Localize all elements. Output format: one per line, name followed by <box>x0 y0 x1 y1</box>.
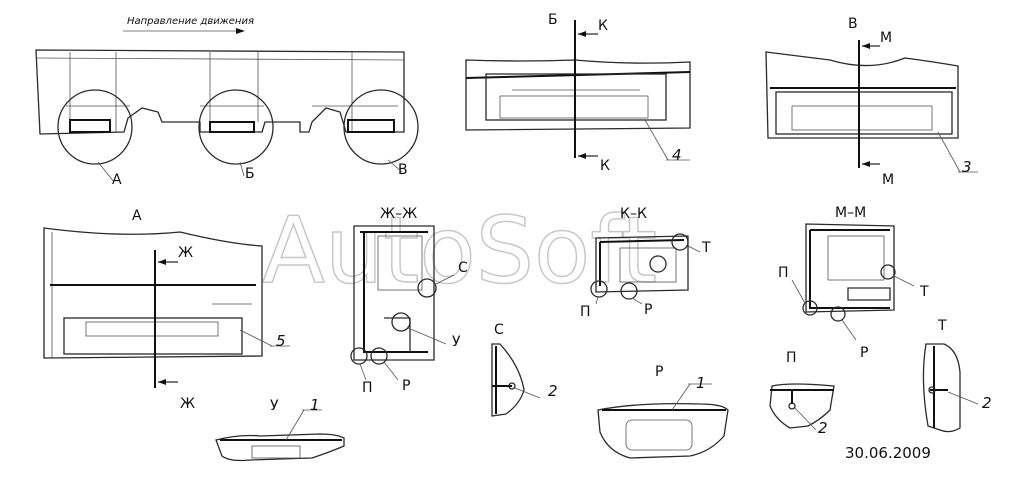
callout-circle-p2 <box>590 280 608 298</box>
section-k-callout-p: П <box>580 304 591 320</box>
detail-t: Т 2 <box>922 318 992 433</box>
view-a-outline <box>43 227 263 359</box>
view-v-section-top: М <box>880 30 892 46</box>
view-a: А Ж Ж 5 <box>43 208 290 412</box>
view-v-title: В <box>848 16 858 32</box>
detail-r: Р 1 <box>597 364 729 459</box>
section-zh: Ж–Ж С У П Р <box>350 206 468 396</box>
callout-a-label: А <box>112 172 122 188</box>
section-zh-callout-c: С <box>458 260 468 276</box>
detail-r-part-number: 1 <box>696 374 706 392</box>
drawing-date: 30.06.2009 <box>845 444 931 462</box>
callout-b-label: Б <box>245 166 255 182</box>
callout-circle-a <box>57 89 133 165</box>
view-a-title: А <box>132 208 142 224</box>
callout-circle-p3 <box>802 300 818 316</box>
callout-circle-r2 <box>620 282 638 300</box>
section-zh-title: Ж–Ж <box>380 206 417 222</box>
view-b-outline <box>465 59 691 131</box>
detail-p: П 2 <box>769 350 835 437</box>
section-m-callout-r: Р <box>860 345 868 361</box>
watermark: AutoSoft <box>262 197 657 304</box>
overview-drawing: Направление движения А Б В <box>35 16 419 188</box>
direction-arrow-head <box>236 28 245 34</box>
direction-label: Направление движения <box>127 16 254 27</box>
callout-circle-r3 <box>830 306 846 322</box>
overview-unit-v <box>347 119 395 133</box>
detail-c-outline <box>491 343 525 417</box>
section-k-callout-t: Т <box>701 240 711 256</box>
section-m-title: М–М <box>835 205 866 221</box>
section-m-outline <box>805 223 895 313</box>
callout-circle-v <box>343 89 419 165</box>
callout-circle-c <box>417 278 437 298</box>
view-v-outline <box>765 51 959 139</box>
view-b-title: Б <box>548 12 558 28</box>
callout-v-label: В <box>398 162 408 178</box>
overview-unit-a <box>69 119 111 133</box>
detail-p-title: П <box>786 350 797 366</box>
view-b-part-number: 4 <box>672 146 682 164</box>
detail-u: У 1 <box>215 396 345 462</box>
view-b-section-top: К <box>598 18 608 34</box>
section-zh-callout-u: У <box>452 334 461 350</box>
callout-circle-u <box>391 312 411 332</box>
callout-circle-b <box>198 89 274 165</box>
detail-c-title: С <box>494 322 504 338</box>
view-b: Б К К 4 <box>465 12 691 174</box>
detail-t-title: Т <box>937 318 947 334</box>
detail-r-title: Р <box>655 364 663 380</box>
view-a-section-top: Ж <box>178 245 193 261</box>
view-a-section-bottom: Ж <box>180 396 195 412</box>
section-k-callout-r: Р <box>644 302 652 318</box>
view-v-section-bottom: М <box>882 172 894 188</box>
section-zh-callout-r: Р <box>402 378 410 394</box>
view-v-part-number: 3 <box>962 158 972 176</box>
detail-u-outline <box>215 433 345 462</box>
callout-circle-t1 <box>671 233 689 251</box>
detail-t-outline <box>922 343 961 433</box>
section-k: К–К Т П Р <box>580 206 711 320</box>
section-zh-callout-p: П <box>362 380 373 396</box>
section-m-callout-t: Т <box>919 284 929 300</box>
view-a-part-number: 5 <box>276 332 286 350</box>
section-k-outline <box>595 235 689 293</box>
overview-unit-b <box>209 121 255 133</box>
detail-p-outline <box>769 383 835 429</box>
detail-u-title: У <box>270 398 279 414</box>
detail-t-part-number: 2 <box>982 394 992 412</box>
view-v: В М М 3 <box>765 16 978 188</box>
detail-c: С 2 <box>491 322 558 417</box>
callout-circle-t2 <box>880 264 896 280</box>
detail-c-part-number: 2 <box>548 382 558 400</box>
callout-circle-r1 <box>370 347 388 365</box>
section-m: М–М Т П Р <box>778 205 929 361</box>
section-m-callout-p: П <box>778 265 789 281</box>
section-k-title: К–К <box>620 206 647 222</box>
section-zh-outline <box>353 225 435 361</box>
detail-u-part-number: 1 <box>310 396 320 414</box>
detail-p-part-number: 2 <box>818 419 828 437</box>
view-b-section-bottom: К <box>600 158 610 174</box>
detail-r-outline <box>597 402 729 459</box>
callout-circle-p1 <box>350 347 368 365</box>
